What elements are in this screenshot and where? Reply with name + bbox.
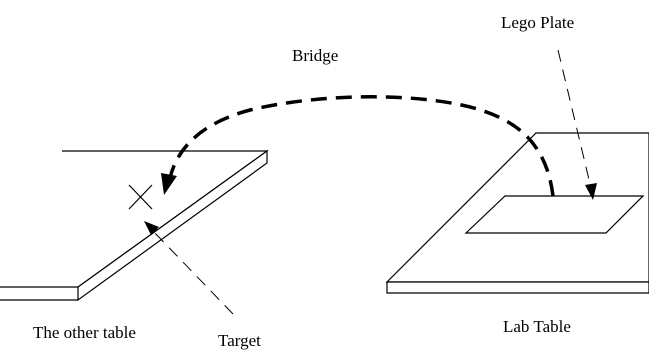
lego-plate bbox=[464, 195, 645, 234]
lab-table-top bbox=[385, 132, 649, 283]
target-label: Target bbox=[218, 331, 261, 350]
other-table-label: The other table bbox=[33, 323, 136, 342]
lego-plate-pointer bbox=[557, 49, 592, 189]
lab-table bbox=[385, 132, 649, 294]
target-mark bbox=[128, 184, 153, 210]
lego-plate-label: Lego Plate bbox=[501, 13, 574, 32]
lego-plate-pointer-head bbox=[585, 183, 597, 200]
target-pointer-head bbox=[144, 221, 159, 235]
lab-table-label: Lab Table bbox=[503, 317, 571, 336]
target-pointer bbox=[152, 230, 234, 315]
bridge-label: Bridge bbox=[292, 46, 338, 65]
other-table bbox=[0, 149, 269, 302]
lab-table-edge bbox=[386, 281, 649, 294]
other-table-far-edge bbox=[0, 150, 269, 288]
bridge-arrow bbox=[168, 95, 555, 197]
target-cross-stroke-2 bbox=[128, 184, 153, 210]
bridge-arrowhead bbox=[161, 173, 177, 195]
